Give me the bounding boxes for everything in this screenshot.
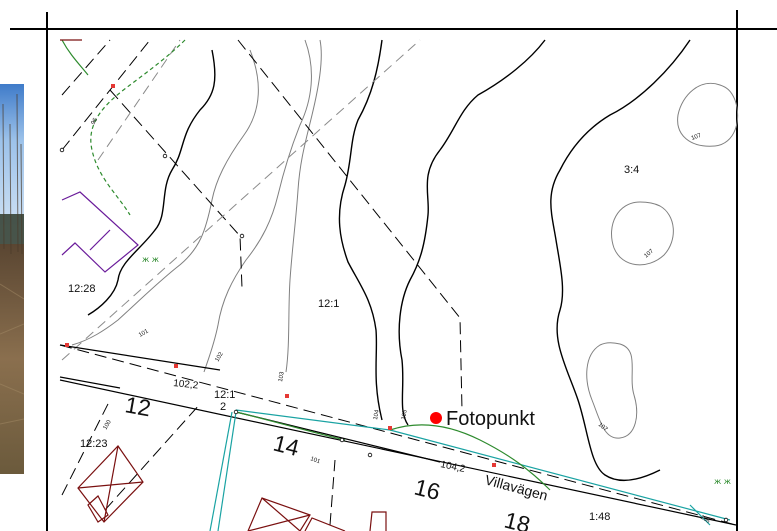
house-numbers: 12 14 16 18: [123, 391, 533, 531]
contour-label: 103: [278, 371, 286, 383]
property-boundaries-dashed-grey: [61, 39, 421, 361]
contour-label: 101: [309, 456, 321, 465]
elevation-points: 102,2 104,2: [173, 378, 467, 475]
buildings: [60, 39, 387, 531]
contour-label: 105: [401, 409, 409, 421]
house-number: 18: [502, 507, 533, 531]
photo-point-label: Fotopunkt: [446, 408, 535, 430]
photo-point-icon[interactable]: [430, 412, 442, 424]
parcel-label: 1:48: [589, 511, 610, 523]
contour-lines-major: [87, 39, 691, 482]
contour-labels: 101 102 103 104 105 107 107 107 96 100 1…: [91, 117, 712, 525]
parcel-label: 12:1: [318, 298, 339, 310]
contour-label: 102: [215, 351, 226, 363]
contour-label: 107: [691, 133, 703, 142]
parcel-labels: 12:28 12:1 3:4 12:1 2 12:23 1:48: [68, 164, 639, 523]
contour-label: 106: [699, 515, 711, 526]
contour-lines-minor: [71, 39, 739, 439]
photo-point-marker[interactable]: Fotopunkt: [430, 408, 535, 430]
survey-points: [59, 147, 729, 523]
tree-symbols: ж ж ж ж: [142, 255, 731, 486]
parcel-label: 12:1: [214, 389, 235, 401]
parcel-label: 12:28: [68, 283, 96, 295]
elevation-label: 102,2: [173, 378, 199, 392]
house-number: 14: [271, 430, 302, 461]
parcel-label: 3:4: [624, 164, 639, 176]
photo-thumbnail: [0, 84, 24, 474]
contour-label: 101: [138, 328, 150, 339]
house-number: 12: [123, 391, 153, 421]
contour-label: 100: [103, 419, 114, 431]
parcel-label: 2: [220, 401, 226, 413]
property-outline: [61, 191, 139, 273]
vegetation-edges: [61, 39, 711, 526]
contour-label: 107: [643, 248, 655, 259]
house-number: 16: [412, 474, 443, 505]
boundary-markers: [65, 84, 496, 467]
tree-icon: ж ж: [142, 255, 159, 264]
parcel-label: 12:23: [80, 438, 108, 450]
tree-icon: ж ж: [714, 477, 731, 486]
contour-label: 104: [373, 409, 381, 421]
property-boundaries-dashed: [59, 39, 737, 526]
map-frame: [10, 10, 777, 531]
elevation-label: 104,2: [439, 459, 466, 475]
street-name: Villavägen: [483, 471, 549, 503]
contour-label: 107: [597, 422, 609, 433]
contour-label: 96: [91, 117, 100, 126]
